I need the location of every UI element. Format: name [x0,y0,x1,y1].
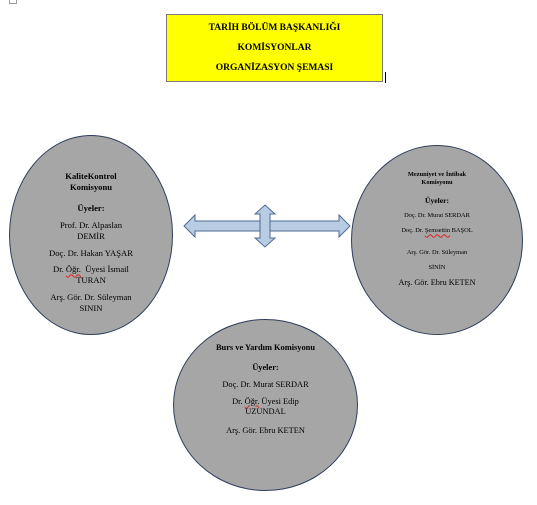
scholarship-committee-ellipse [173,319,358,491]
quality-member-3a-prefix: Dr. [53,264,66,275]
scholarship-member-1: Doç. Dr. Murat SERDAR [222,380,309,389]
quality-member-4a: Arş. Gör. Dr. Süleyman [50,291,132,302]
quality-members-label: Üyeler: [77,203,105,214]
quality-title-2: Komisyonu [69,181,113,192]
graduation-committee-text: Mezuniyet ve İntibak Komisyonu Üyeler: D… [376,171,498,289]
quality-member-2: Doç. Dr. Hakan YAŞAR [49,247,133,258]
quality-member-3b: TURAN [76,275,106,286]
scholarship-title: Burs ve Yardım Komisyonu [215,343,316,352]
graduation-member-4: Arş. Gör. Ebru KETEN [398,278,476,288]
graduation-member-2-spell: Şemsettin [424,227,451,235]
quality-member-3a-spell: Öğr. [65,264,81,275]
graduation-member-3b: SİNİN [428,264,446,272]
title-box: TARİH BÖLÜM BAŞKANLIĞI KOMİSYONLAR ORGAN… [166,14,383,82]
graduation-member-3a: Arş. Gör. Dr. Süleyman [406,249,468,257]
graduation-members-label: Üyeler: [424,196,450,205]
quality-committee-ellipse [9,135,173,335]
vertical-double-arrow [253,204,277,248]
graduation-title-1: Mezuniyet ve İntibak [407,171,467,178]
graduation-title-2: Komisyonu [421,179,453,186]
scholarship-members-label: Üyeler: [252,362,279,372]
graduation-member-2: Doç. Dr. Şemsettin BAŞOL [376,227,498,235]
title-line-2: KOMİSYONLAR [237,43,312,53]
quality-member-3a: Dr. Öğr. Üyesi İsmail [30,264,152,275]
scholarship-member-2b: UZUNDAL [245,407,286,416]
graduation-committee-ellipse [351,145,523,335]
quality-member-1a: Prof. Dr. Alpaslan [59,220,123,231]
title-line-3: ORGANİZASYON ŞEMASI [215,63,334,73]
graduation-member-1: Doç. Dr. Murat SERDAR [404,212,470,220]
scholarship-committee-text: Burs ve Yardım Komisyonu Üyeler: Doç. Dr… [190,343,341,436]
quality-member-3a-rest: Üyesi İsmail [80,264,129,275]
scholarship-member-3: Arş. Gör. Ebru KETEN [226,425,305,435]
scholarship-member-2a: Dr. Öğr. Üyesi Edip [190,397,341,408]
graduation-member-2-prefix: Doç. Dr. [401,227,425,235]
text-cursor [385,72,386,83]
scholarship-member-2a-prefix: Dr. [232,396,245,406]
title-line-1: TARİH BÖLÜM BAŞKANLIĞI [208,23,341,33]
scholarship-member-2a-rest: Üyesi Edip [259,396,299,406]
scholarship-member-2a-spell: Öğr. [244,396,260,406]
page-corner-mark [9,0,17,4]
quality-title-1: KaliteKontrol [65,171,117,181]
quality-member-4b: SININ [79,302,103,313]
quality-member-1b: DEMİR [77,230,105,241]
graduation-member-2-rest: BAŞOL [450,227,473,235]
quality-committee-text: KaliteKontrol Komisyonu Üyeler: Prof. Dr… [30,171,152,313]
